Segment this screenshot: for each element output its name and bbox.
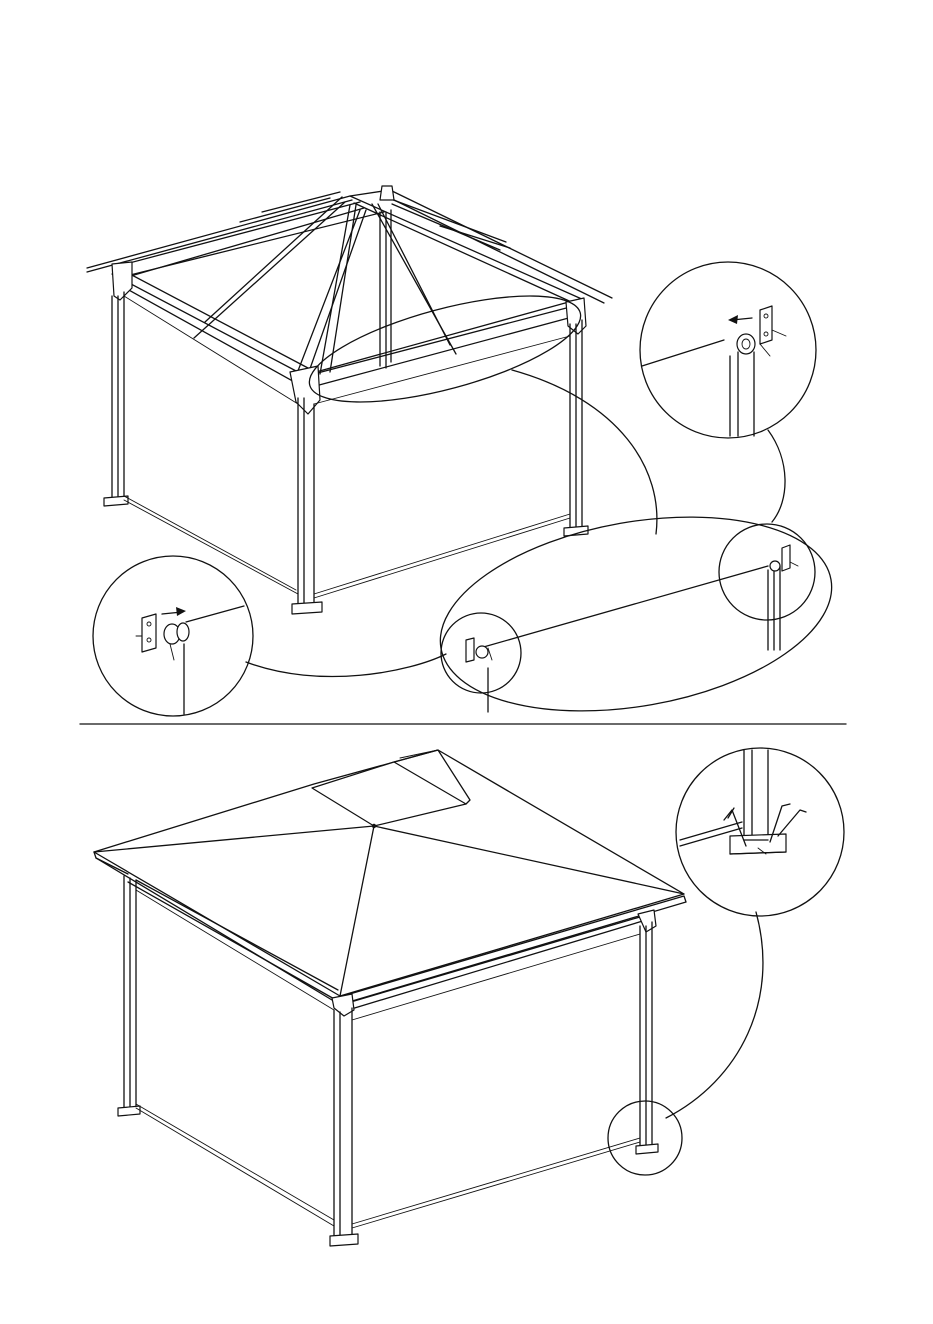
panel-edge-line bbox=[480, 566, 768, 648]
detail-callout-roller-bracket bbox=[93, 556, 253, 716]
curtains-step-2 bbox=[136, 890, 640, 1228]
bracket-icon bbox=[760, 306, 772, 344]
roof-canopy bbox=[94, 750, 686, 1004]
highlight-ellipse-beam bbox=[299, 274, 590, 424]
posts-step-2 bbox=[118, 876, 658, 1246]
front-beam-left bbox=[112, 272, 308, 384]
roller-icon bbox=[737, 334, 755, 354]
step-2-completed-gazebo bbox=[94, 748, 844, 1246]
detail-callout-post-hook bbox=[719, 524, 815, 650]
detail-callout-ground-stake bbox=[676, 748, 844, 916]
roof-rafters bbox=[87, 186, 612, 380]
leader-line-1 bbox=[512, 370, 657, 534]
side-panels bbox=[124, 296, 570, 598]
step-1-frame-with-curtains bbox=[87, 186, 847, 739]
leader-line-4 bbox=[666, 912, 763, 1118]
highlight-circle-foot bbox=[608, 1101, 682, 1175]
leader-line-3 bbox=[246, 654, 446, 677]
detail-callout-panel-clip bbox=[441, 613, 521, 712]
leader-line-2 bbox=[768, 430, 785, 522]
detail-callout-beam-roller bbox=[640, 262, 816, 438]
